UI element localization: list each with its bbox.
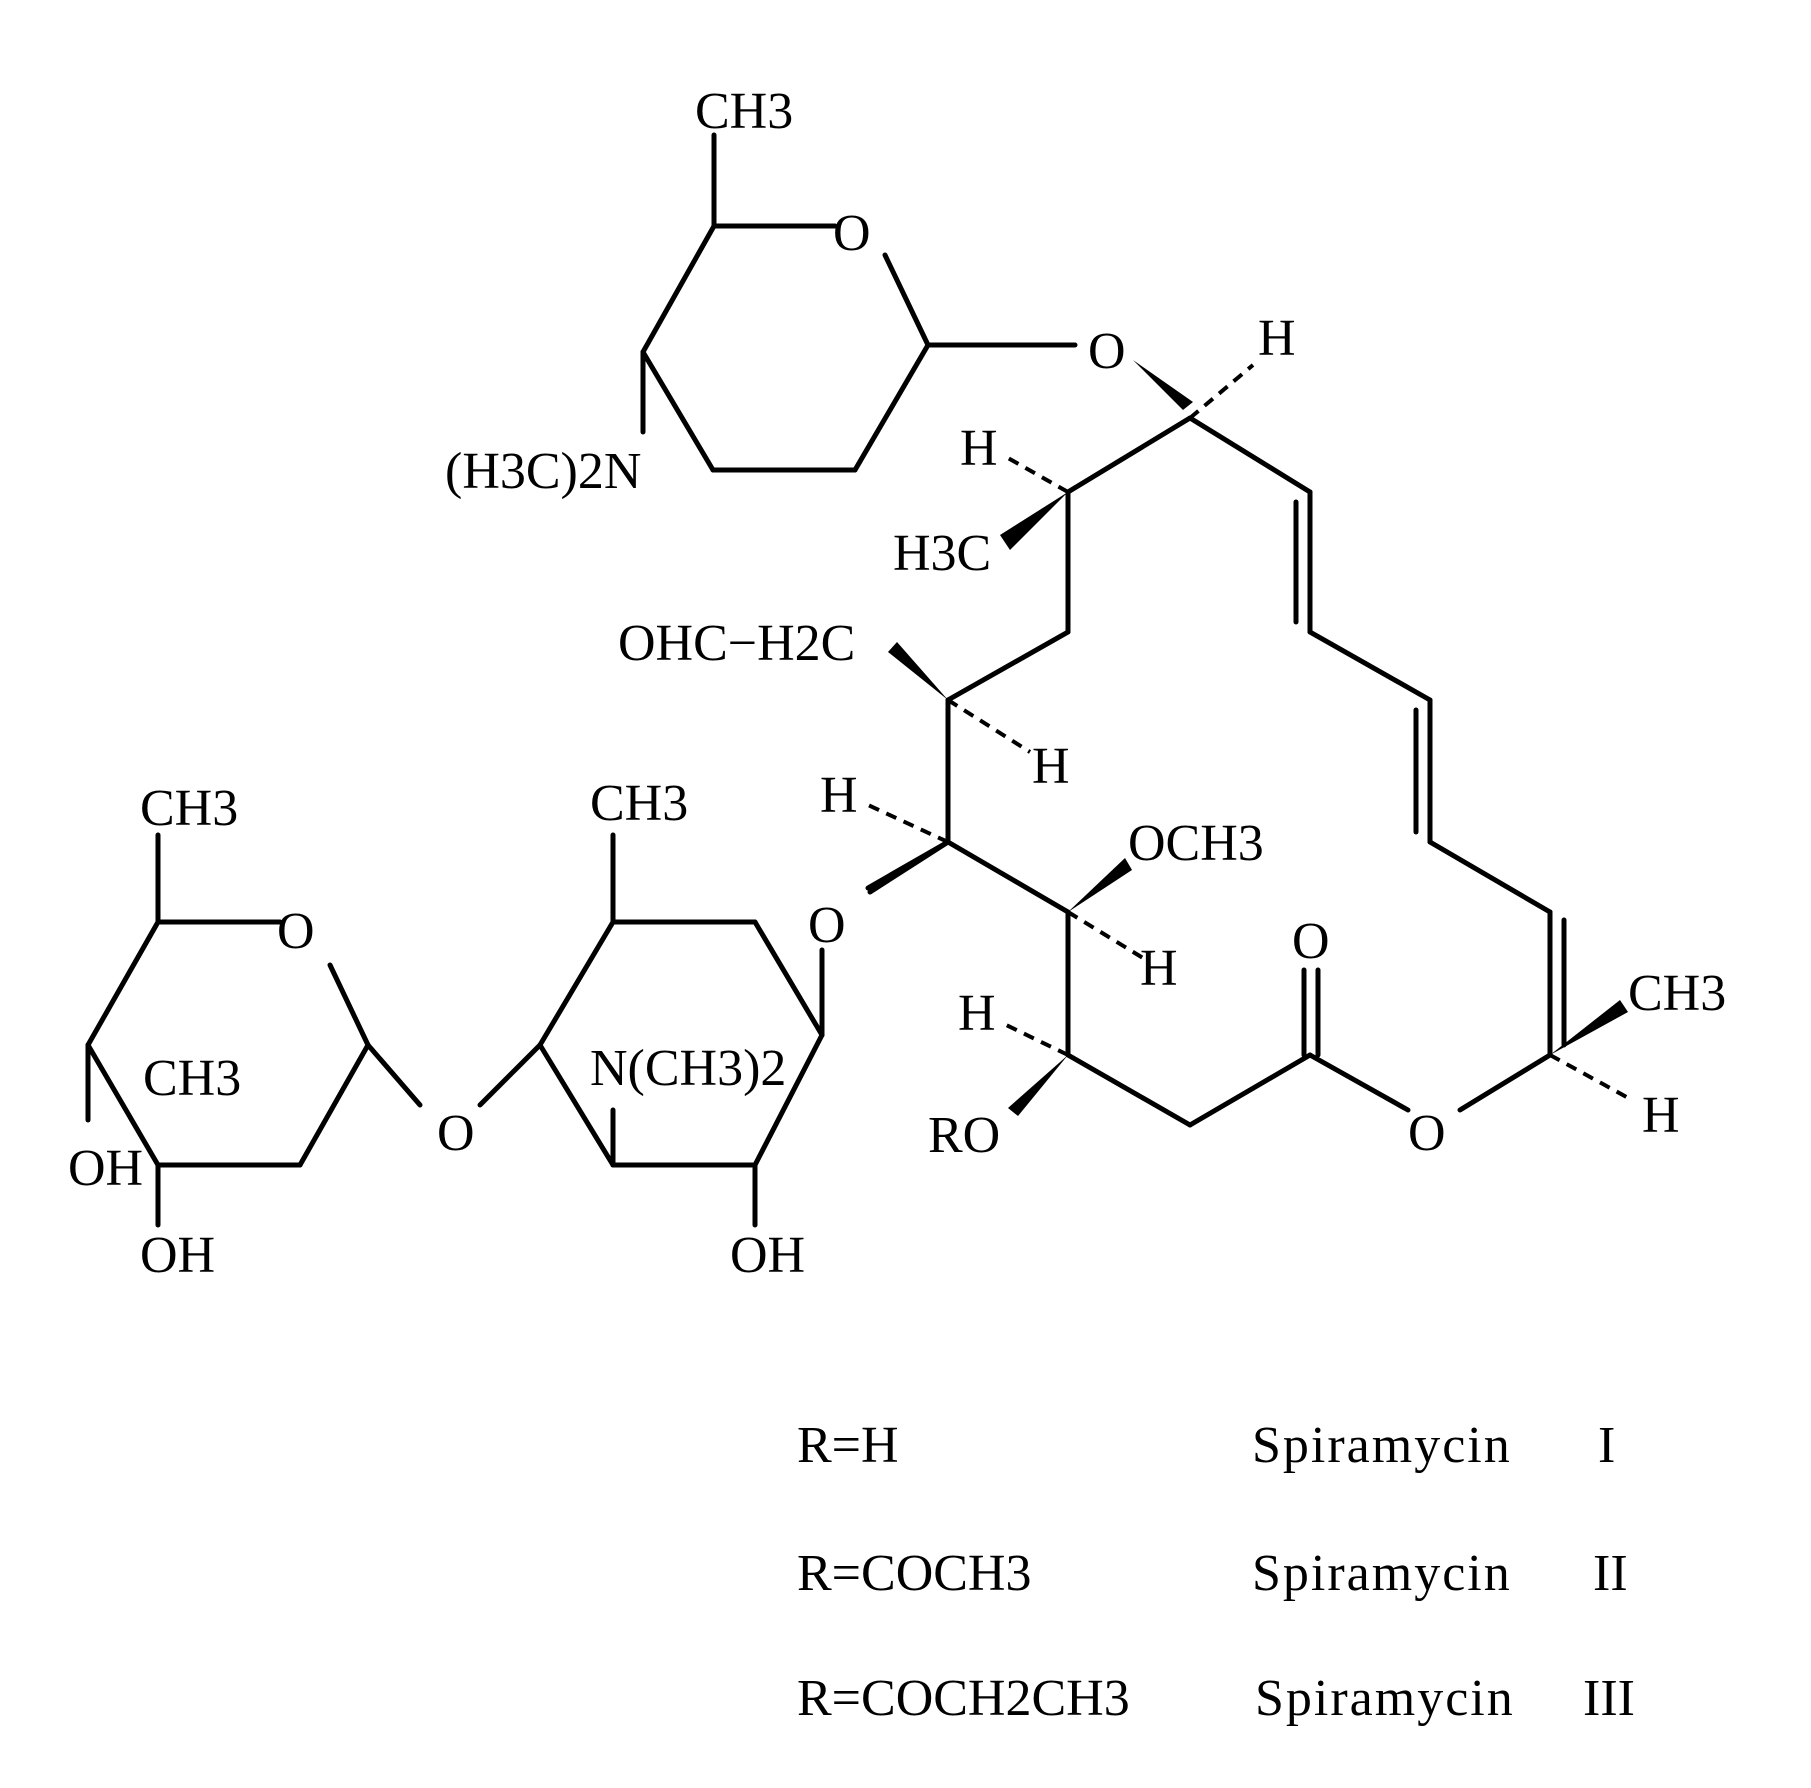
table-row-2-numeral: II	[1593, 1545, 1628, 1602]
hydrogen-c4-label: H	[820, 767, 858, 824]
forosamine-oxygen-label: O	[833, 205, 871, 262]
lactone-oxygen-label: O	[1408, 1105, 1446, 1162]
table-row-3-r: R=COCH2CH3	[797, 1670, 1130, 1727]
mycaminose-dimethylamino-label: N(CH3)2	[590, 1040, 786, 1097]
substituent-table: R=H Spiramycin I R=COCH3 Spiramycin II R…	[797, 1417, 1635, 1727]
table-row-3-name: Spiramycin	[1255, 1670, 1515, 1727]
hydrogen-top-label: H	[1258, 310, 1296, 367]
table-row-1-name: Spiramycin	[1252, 1417, 1512, 1474]
hydrogen-c2-label: H	[958, 985, 996, 1042]
table-row-1-r: R=H	[797, 1417, 899, 1474]
mycarose-inner-ch3-label: CH3	[143, 1050, 241, 1107]
hydrogen-c5-label: H	[1032, 738, 1070, 795]
ohc-h2c-label: OHC−H2C	[618, 615, 855, 672]
table-row-2-name: Spiramycin	[1252, 1545, 1512, 1602]
methyl-h3c-label: H3C	[893, 525, 991, 582]
hydrogen-right-label: H	[1642, 1087, 1680, 1144]
mycarose-ch3-label: CH3	[140, 780, 238, 837]
mycaminose-ring	[477, 832, 951, 1228]
ro-label: RO	[928, 1107, 1000, 1164]
glycosidic-oxygen-top-label: O	[1088, 323, 1126, 380]
mycarose-oh1-label: OH	[68, 1140, 143, 1197]
forosamine-ring	[640, 132, 1078, 473]
mycarose-ring	[85, 832, 423, 1228]
table-row-1-numeral: I	[1598, 1417, 1615, 1474]
link-oxygen-label: O	[437, 1105, 475, 1162]
forosamine-dimethylamino-label: (H3C)2N	[445, 443, 641, 500]
mycarose-oxygen-label: O	[277, 903, 315, 960]
hydrogen-c6-label: H	[960, 420, 998, 477]
table-row-2-r: R=COCH3	[797, 1545, 1031, 1602]
glycosidic-oxygen-mid-label: O	[808, 897, 846, 954]
methoxy-label: OCH3	[1128, 815, 1264, 872]
mycaminose-ch3-label: CH3	[590, 775, 688, 832]
hydrogen-c3-label: H	[1140, 940, 1178, 997]
methyl-right-label: CH3	[1628, 965, 1726, 1022]
table-row-3-numeral: III	[1583, 1670, 1635, 1727]
mycarose-oh2-label: OH	[140, 1227, 215, 1284]
mycaminose-oh-label: OH	[730, 1227, 805, 1284]
forosamine-ch3-label: CH3	[695, 83, 793, 140]
carbonyl-oxygen-label: O	[1292, 913, 1330, 970]
